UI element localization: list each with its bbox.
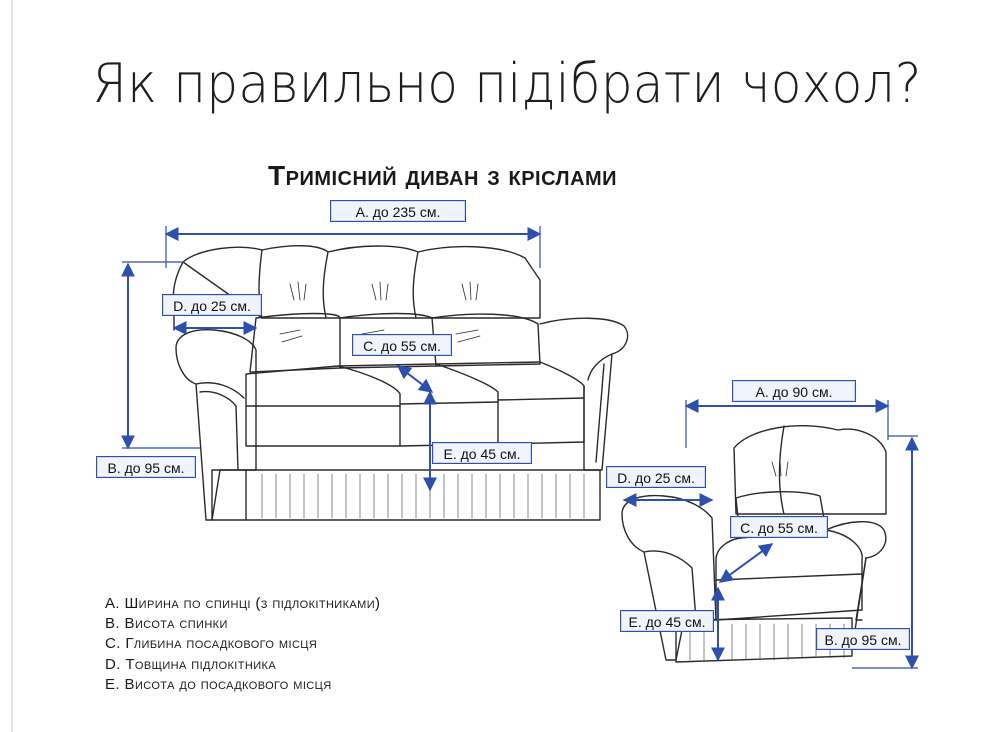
page-left-rule bbox=[11, 0, 13, 732]
sofa-illustration bbox=[172, 245, 629, 521]
dimension-lines bbox=[121, 226, 919, 670]
sofa-width-label: А. до 235 см. bbox=[330, 200, 466, 222]
armchair-illustration bbox=[621, 425, 887, 663]
sofa-armrest-label: D. до 25 см. bbox=[162, 294, 262, 316]
armchair-seat-height-label: Е. до 45 см. bbox=[620, 610, 714, 632]
armchair-width-label: А. до 90 см. bbox=[732, 380, 856, 402]
armchair-depth-label: С. до 55 см. bbox=[730, 516, 828, 538]
legend-item: А. Ширина по спинці (з підлокітниками) bbox=[105, 595, 381, 612]
sofa-back-height-label: В. до 95 см. bbox=[96, 456, 196, 478]
legend-item: Е. Висота до посадкового місця bbox=[105, 675, 332, 693]
sofa-depth-label: С. до 55 см. bbox=[352, 334, 452, 356]
diagram-subtitle: Тримісний диван з кріслами bbox=[268, 160, 618, 191]
sofa-seat-height-label: Е. до 45 см. bbox=[432, 442, 532, 464]
armchair-armrest-label: D. до 25 см. bbox=[606, 466, 706, 488]
armchair-back-height-label: В. до 95 см. bbox=[816, 628, 910, 650]
legend-item: D. Товщина підлокітника bbox=[105, 655, 277, 673]
legend: А. Ширина по спинці (з підлокітниками) В… bbox=[105, 594, 380, 695]
page-title: Як правильно підібрати чохол? bbox=[92, 52, 922, 115]
legend-item: В. Висота спинки bbox=[105, 615, 228, 633]
legend-item: С. Глибина посадкового місця bbox=[105, 635, 318, 653]
